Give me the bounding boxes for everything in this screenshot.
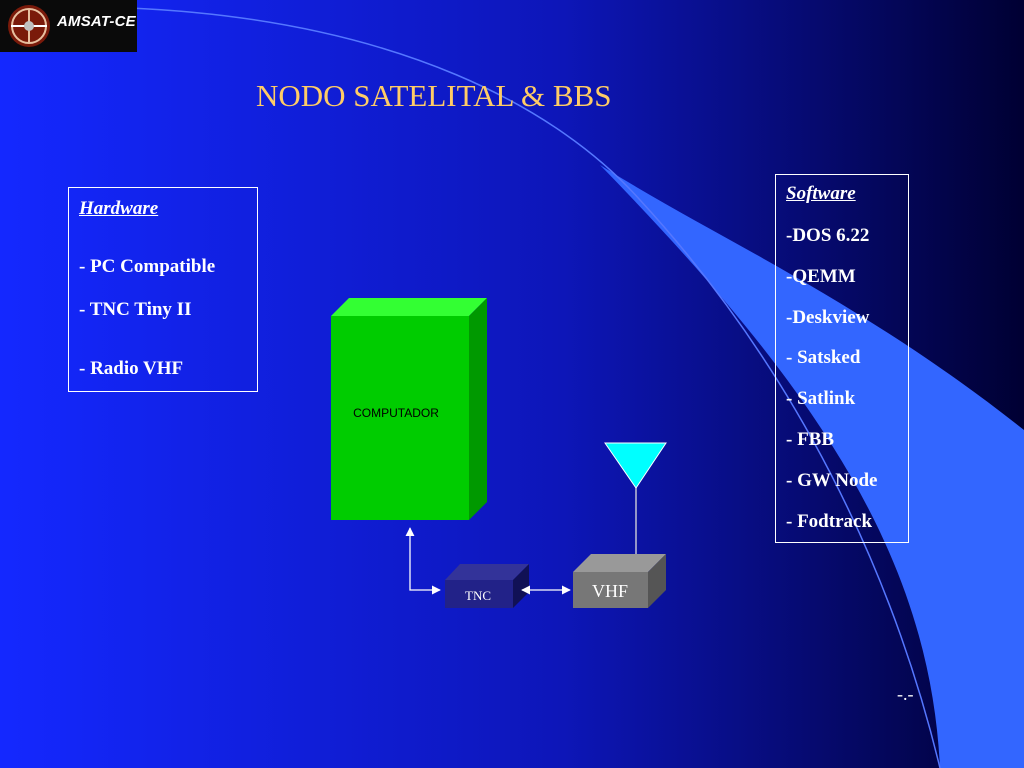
software-box: Software -DOS 6.22 -QEMM -Deskview - Sat…	[775, 174, 909, 543]
hardware-item: - Radio VHF	[79, 358, 184, 379]
software-item: - FBB	[786, 429, 835, 450]
software-item: -DOS 6.22	[786, 225, 870, 246]
software-item: - GW Node	[786, 470, 878, 491]
hardware-item: - TNC Tiny II	[79, 299, 192, 320]
logo: AMSAT-CE	[0, 0, 137, 52]
computer-box: COMPUTADOR	[331, 298, 487, 520]
radio-label: VHF	[592, 581, 628, 601]
tnc-label: TNC	[465, 588, 491, 603]
software-heading: Software	[786, 183, 856, 204]
amsat-logo-icon	[8, 5, 50, 47]
antenna-icon	[604, 442, 667, 554]
computer-label: COMPUTADOR	[353, 406, 439, 420]
accent-band	[600, 165, 1024, 768]
computer-tnc-connector	[405, 527, 441, 595]
software-item: - Satsked	[786, 347, 861, 368]
software-item: - Satlink	[786, 388, 856, 409]
software-item: -QEMM	[786, 266, 856, 287]
radio-box: VHF	[573, 554, 666, 608]
hardware-item: - PC Compatible	[79, 256, 216, 277]
software-item: -Deskview	[786, 307, 870, 328]
logo-text: AMSAT-CE	[57, 13, 136, 30]
tnc-box: TNC	[445, 564, 529, 608]
hardware-box: Hardware - PC Compatible - TNC Tiny II -…	[68, 187, 258, 392]
software-item: - Fodtrack	[786, 511, 873, 532]
page-title: NODO SATELITAL & BBS	[256, 78, 612, 113]
footer-mark: -.-	[897, 684, 914, 704]
accent-curve	[129, 7, 941, 768]
hardware-heading: Hardware	[79, 198, 159, 219]
